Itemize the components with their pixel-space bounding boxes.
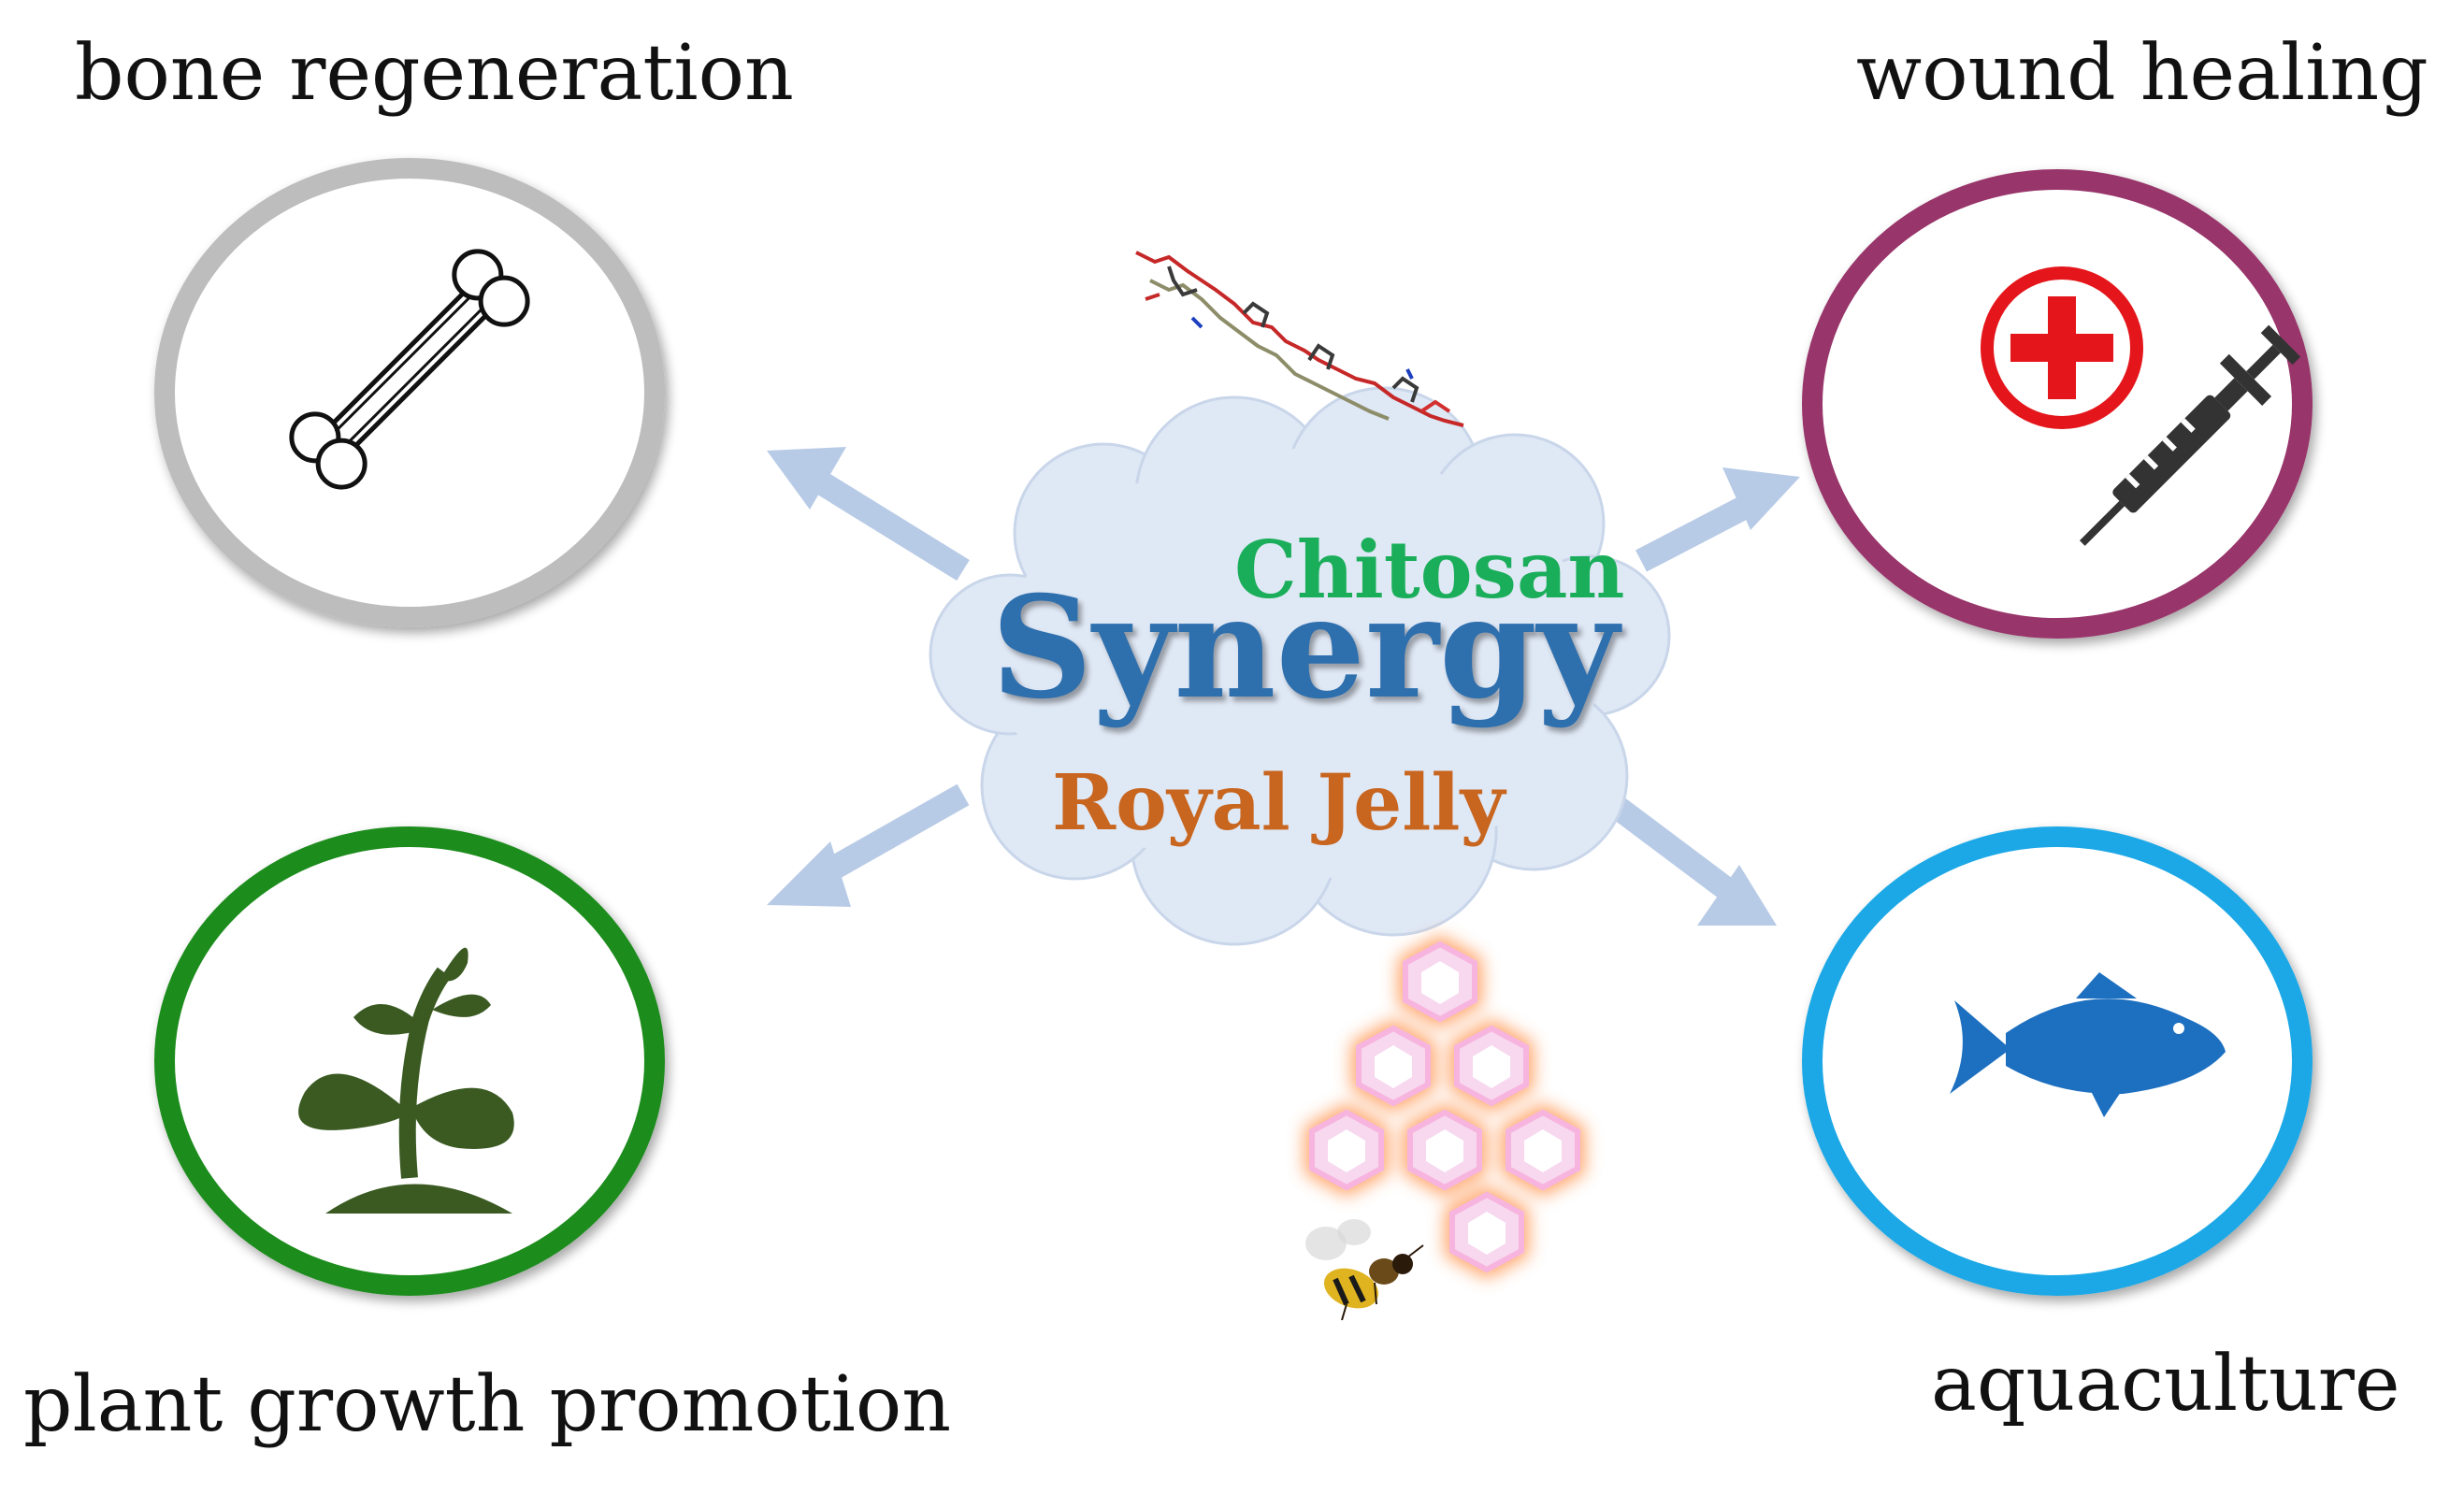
plant-growth-node: [154, 826, 665, 1296]
fish-icon: [1950, 972, 2226, 1117]
syringe-icon: [2079, 324, 2301, 546]
synergy-cloud: [929, 386, 1671, 946]
aquaculture-node: [1802, 826, 2313, 1296]
arrow-to-wound: [1635, 467, 1800, 572]
label-bone-regeneration: bone regeneration: [75, 29, 794, 118]
label-aquaculture: aquaculture: [1931, 1340, 2400, 1429]
text-royal-jelly: Royal Jelly: [1052, 758, 1506, 848]
sprout-icon: [298, 947, 514, 1214]
bone-icon: [289, 249, 530, 490]
bone-regeneration-node: [154, 158, 665, 627]
wound-healing-node: [1802, 169, 2313, 639]
arrow-to-plant: [767, 783, 970, 907]
text-synergy: Synergy: [991, 566, 1620, 730]
label-wound-healing: wound healing: [1856, 29, 2428, 118]
red-cross-icon: [1981, 266, 2143, 429]
text-chitosan: Chitosan: [1234, 524, 1625, 616]
bee-icon: [1305, 1219, 1424, 1321]
honeycomb-icon: [1304, 935, 1585, 1279]
arrow-to-bone: [767, 447, 970, 582]
chitosan-molecule-icon: [1135, 251, 1464, 427]
label-plant-growth-promotion: plant growth promotion: [23, 1360, 952, 1449]
